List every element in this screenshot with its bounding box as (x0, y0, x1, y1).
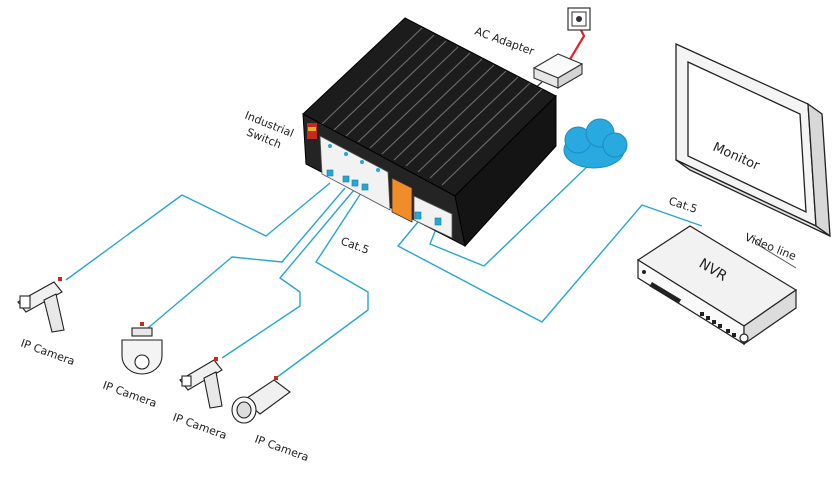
industrial-switch-label: Industrial Switch (237, 109, 299, 156)
cable-camera-4 (275, 186, 369, 379)
ac-adapter (532, 53, 584, 89)
cable-nvr (397, 204, 703, 323)
cable-cloud (429, 159, 595, 267)
ip-camera-1-icon (17, 277, 65, 333)
cable-camera-3 (221, 189, 355, 359)
cat5-label-right: Cat.5 (667, 194, 699, 215)
cable-camera-1 (65, 182, 331, 281)
camera-2-label: IP Camera (101, 379, 159, 411)
camera-1-label: IP Camera (19, 337, 77, 369)
cloud-icon (563, 118, 628, 169)
video-line-label: Video line (743, 231, 798, 263)
ip-camera-4-icon (231, 376, 291, 424)
ip-camera-3-icon (179, 357, 223, 409)
nvr-icon (636, 225, 798, 346)
monitor-icon (675, 42, 831, 238)
ip-camera-2-icon (121, 322, 163, 375)
video-line-cable (751, 235, 797, 269)
ac-adapter-label: AC Adapter (473, 25, 536, 59)
wall-outlet (567, 7, 591, 31)
cable-camera-2 (147, 187, 346, 329)
cat5-cables (65, 159, 703, 379)
cat5-label-left: Cat.5 (339, 235, 371, 257)
camera-4-label: IP Camera (253, 433, 311, 465)
camera-3-label: IP Camera (171, 411, 229, 443)
industrial-switch (302, 17, 557, 248)
